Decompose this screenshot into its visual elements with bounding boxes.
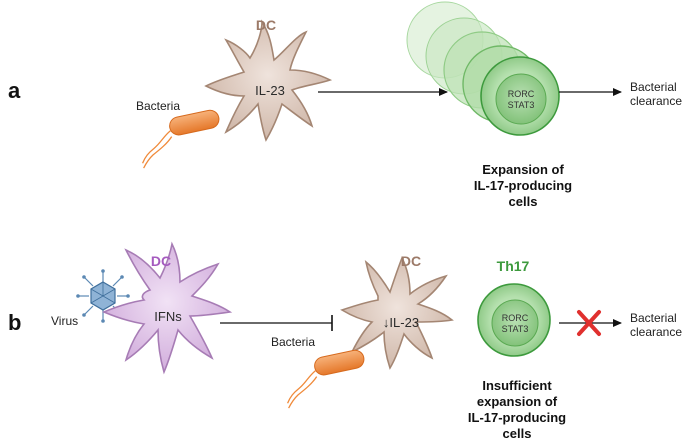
il17-cell-a-nucleus (495, 73, 547, 125)
bacteria-label-a: Bacteria (136, 99, 180, 113)
marker-stat3-a: STAT3 (508, 100, 535, 110)
dendritic-cell-purple (101, 241, 233, 375)
outcome-line2-b: clearance (630, 325, 682, 339)
caption-b-line2: expansion of (477, 394, 558, 409)
dc-label-b: DC (401, 253, 421, 269)
marker-rorc-a: RORC (508, 89, 535, 99)
expanding-cell-stack (406, 1, 560, 136)
bacterium-a (141, 109, 220, 169)
th17-label: Th17 (497, 258, 530, 274)
caption-a-line1: Expansion of (482, 162, 564, 177)
panel-b-label: b (8, 310, 21, 335)
th17-nucleus (491, 299, 539, 347)
caption-a-line2: IL-17-producing (474, 178, 572, 193)
bacteria-label-b: Bacteria (271, 335, 315, 349)
dc-cytokine-purple: IFNs (154, 309, 182, 324)
dc-cytokine-a: IL-23 (255, 83, 285, 98)
virus-label: Virus (51, 314, 78, 328)
dendritic-cell-a (204, 19, 333, 142)
dc-label-purple: DC (151, 253, 171, 269)
dc-cytokine-b: ↓IL-23 (383, 315, 419, 330)
caption-b-line3: IL-17-producing (468, 410, 566, 425)
outcome-line2-a: clearance (630, 94, 682, 108)
caption-a-line3: cells (509, 194, 538, 209)
outcome-line1-b: Bacterial (630, 311, 677, 325)
bacterium-b (286, 349, 365, 409)
panel-a-label: a (8, 78, 21, 103)
marker-rorc-b: RORC (502, 313, 529, 323)
outcome-line1-a: Bacterial (630, 80, 677, 94)
th17-cell (477, 283, 551, 357)
block-x-icon (577, 310, 601, 336)
dendritic-cell-b (340, 256, 454, 370)
caption-b-line1: Insufficient (482, 378, 552, 393)
inhibition-line (220, 315, 333, 331)
marker-stat3-b: STAT3 (502, 324, 529, 334)
caption-b-line4: cells (503, 426, 532, 441)
dc-label-a: DC (256, 17, 276, 33)
